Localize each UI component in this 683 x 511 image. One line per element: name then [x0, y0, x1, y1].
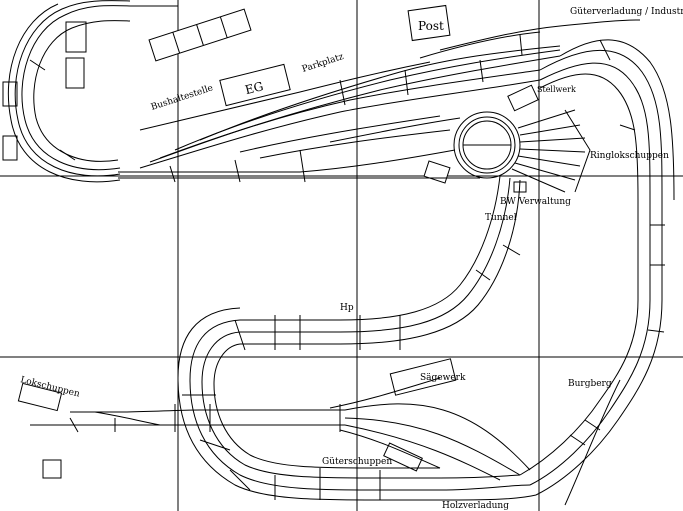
label-eg: EG: [244, 79, 265, 97]
label-saegewerk: Sägewerk: [420, 373, 466, 383]
bw-building: [423, 160, 451, 184]
label-holzverladung: Holzverladung: [442, 501, 509, 511]
label-gueterverladung: Güterverladung / Industrie: [570, 7, 683, 17]
left-loop-building-1: [2, 81, 18, 107]
labels: Güterverladung / Industrie Post EG Parkp…: [19, 7, 683, 511]
left-loop-building-3: [65, 57, 85, 89]
label-tunnel: Tunnel: [485, 213, 517, 223]
tracks: [7, 0, 675, 506]
post-office: [407, 4, 451, 42]
label-stellwerk: Stellwerk: [537, 85, 576, 94]
label-parkplatz: Parkplatz: [301, 52, 345, 75]
sleepers: [29, 34, 665, 500]
label-ringlokschuppen: Ringlokschuppen: [590, 151, 669, 161]
loco-shed: [17, 382, 63, 412]
stellwerk-building: [507, 84, 539, 112]
station-building: [219, 63, 291, 107]
goods-shed: [383, 442, 423, 472]
label-post: Post: [418, 19, 444, 33]
turntable-outer: [453, 111, 521, 179]
label-bushaltestelle: Bushaltestelle: [150, 83, 215, 112]
left-loop-building-2: [2, 135, 18, 161]
buildings: [2, 4, 539, 479]
label-gueterschuppen: Güterschuppen: [322, 457, 392, 467]
sawmill: [389, 358, 457, 396]
label-bw-verwaltung: BW Verwaltung: [500, 197, 571, 207]
label-burgberg: Burgberg: [568, 379, 612, 389]
label-hp: Hp: [340, 303, 354, 313]
square-structure: [42, 459, 62, 479]
left-loop-building-4: [65, 21, 87, 53]
